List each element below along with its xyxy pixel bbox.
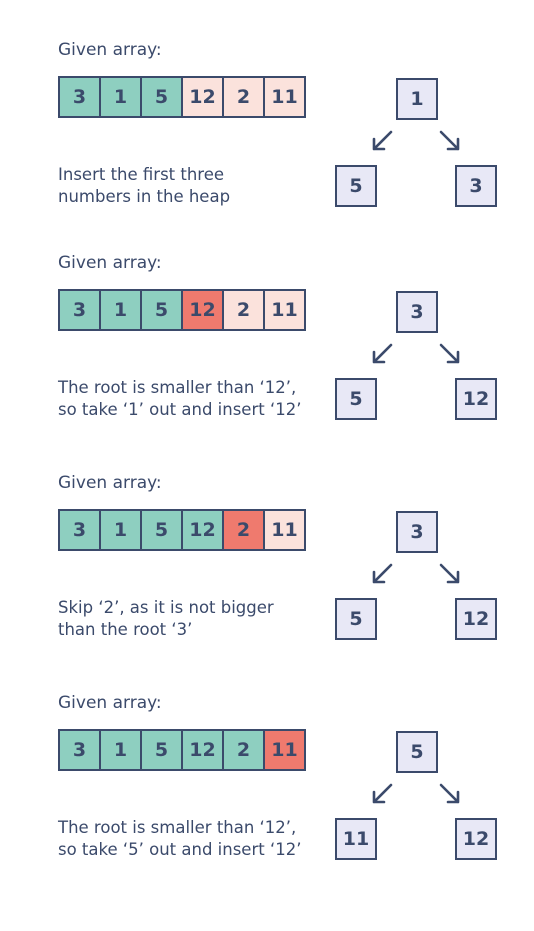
description-line: The root is smaller than ‘12’, — [58, 378, 297, 397]
array-cell: 11 — [265, 78, 306, 116]
heap-right-node: 12 — [455, 818, 497, 860]
array-cell: 12 — [183, 511, 224, 549]
heap-root-node: 3 — [396, 291, 438, 333]
heap-root-node: 1 — [396, 78, 438, 120]
step-description: Skip ‘2’, as it is not bigger than the r… — [58, 597, 274, 641]
arrow-down-right-icon — [439, 130, 460, 151]
step-1: Given array: 3 1 5 12 2 11 Insert the fi… — [0, 0, 534, 220]
description-line: numbers in the heap — [58, 187, 231, 206]
given-array-label: Given array: — [58, 473, 162, 493]
given-array: 3 1 5 12 2 11 — [58, 76, 306, 118]
array-cell: 2 — [224, 291, 265, 329]
array-cell: 12 — [183, 78, 224, 116]
arrow-down-left-icon — [372, 783, 393, 804]
array-cell: 11 — [265, 291, 306, 329]
heap-right-node: 3 — [455, 165, 497, 207]
arrow-down-left-icon — [372, 130, 393, 151]
step-4: Given array: 3 1 5 12 2 11 The root is s… — [0, 653, 534, 873]
array-cell: 11 — [265, 511, 306, 549]
array-cell: 12 — [183, 731, 224, 769]
heap-left-node: 11 — [335, 818, 377, 860]
given-array-label: Given array: — [58, 693, 162, 713]
array-cell: 2 — [224, 511, 265, 549]
arrow-down-right-icon — [439, 783, 460, 804]
heap-right-node: 12 — [455, 598, 497, 640]
array-cell: 5 — [142, 291, 183, 329]
array-cell: 5 — [142, 511, 183, 549]
array-cell: 11 — [265, 731, 306, 769]
array-cell: 12 — [183, 291, 224, 329]
arrow-down-left-icon — [372, 343, 393, 364]
step-description: Insert the first three numbers in the he… — [58, 164, 230, 208]
description-line: Skip ‘2’, as it is not bigger — [58, 598, 274, 617]
arrow-down-right-icon — [439, 563, 460, 584]
array-cell: 1 — [101, 511, 142, 549]
array-cell: 1 — [101, 78, 142, 116]
given-array: 3 1 5 12 2 11 — [58, 509, 306, 551]
heap-left-node: 5 — [335, 598, 377, 640]
description-line: so take ‘5’ out and insert ‘12’ — [58, 840, 302, 859]
given-array-label: Given array: — [58, 253, 162, 273]
arrow-down-left-icon — [372, 563, 393, 584]
step-3: Given array: 3 1 5 12 2 11 Skip ‘2’, as … — [0, 433, 534, 653]
array-cell: 1 — [101, 291, 142, 329]
given-array: 3 1 5 12 2 11 — [58, 729, 306, 771]
array-cell: 1 — [101, 731, 142, 769]
array-cell: 5 — [142, 731, 183, 769]
array-cell: 3 — [60, 78, 101, 116]
array-cell: 3 — [60, 731, 101, 769]
array-cell: 5 — [142, 78, 183, 116]
given-array-label: Given array: — [58, 40, 162, 60]
heap-root-node: 3 — [396, 511, 438, 553]
description-line: so take ‘1’ out and insert ‘12’ — [58, 400, 302, 419]
heap-right-node: 12 — [455, 378, 497, 420]
heap-left-node: 5 — [335, 165, 377, 207]
array-cell: 3 — [60, 511, 101, 549]
step-description: The root is smaller than ‘12’, so take ‘… — [58, 817, 301, 861]
array-cell: 2 — [224, 78, 265, 116]
arrow-down-right-icon — [439, 343, 460, 364]
heap-root-node: 5 — [396, 731, 438, 773]
array-cell: 3 — [60, 291, 101, 329]
description-line: Insert the first three — [58, 165, 225, 184]
step-description: The root is smaller than ‘12’, so take ‘… — [58, 377, 301, 421]
step-2: Given array: 3 1 5 12 2 11 The root is s… — [0, 213, 534, 433]
given-array: 3 1 5 12 2 11 — [58, 289, 306, 331]
description-line: than the root ‘3’ — [58, 620, 193, 639]
heap-left-node: 5 — [335, 378, 377, 420]
array-cell: 2 — [224, 731, 265, 769]
description-line: The root is smaller than ‘12’, — [58, 818, 297, 837]
